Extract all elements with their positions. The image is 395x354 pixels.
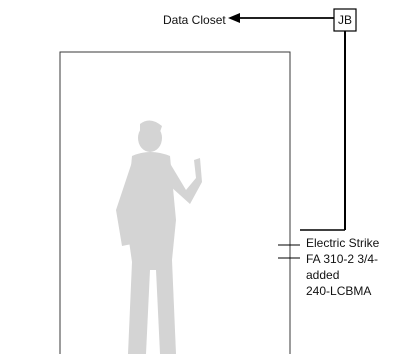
electric-strike-note: Electric Strike FA 310-2 3/4- added 240-… (306, 235, 379, 299)
note-line: Electric Strike (306, 236, 380, 250)
note-line: 240-LCBMA (306, 284, 372, 298)
door-frame (59, 51, 291, 354)
note-line: added (306, 268, 340, 282)
arrow-head-icon (228, 13, 240, 23)
junction-box (333, 8, 357, 32)
data-closet-label: Data Closet (163, 13, 226, 27)
person-silhouette-icon (116, 120, 202, 354)
note-line: FA 310-2 3/4- (306, 252, 379, 266)
junction-box-label: JB (337, 13, 352, 27)
